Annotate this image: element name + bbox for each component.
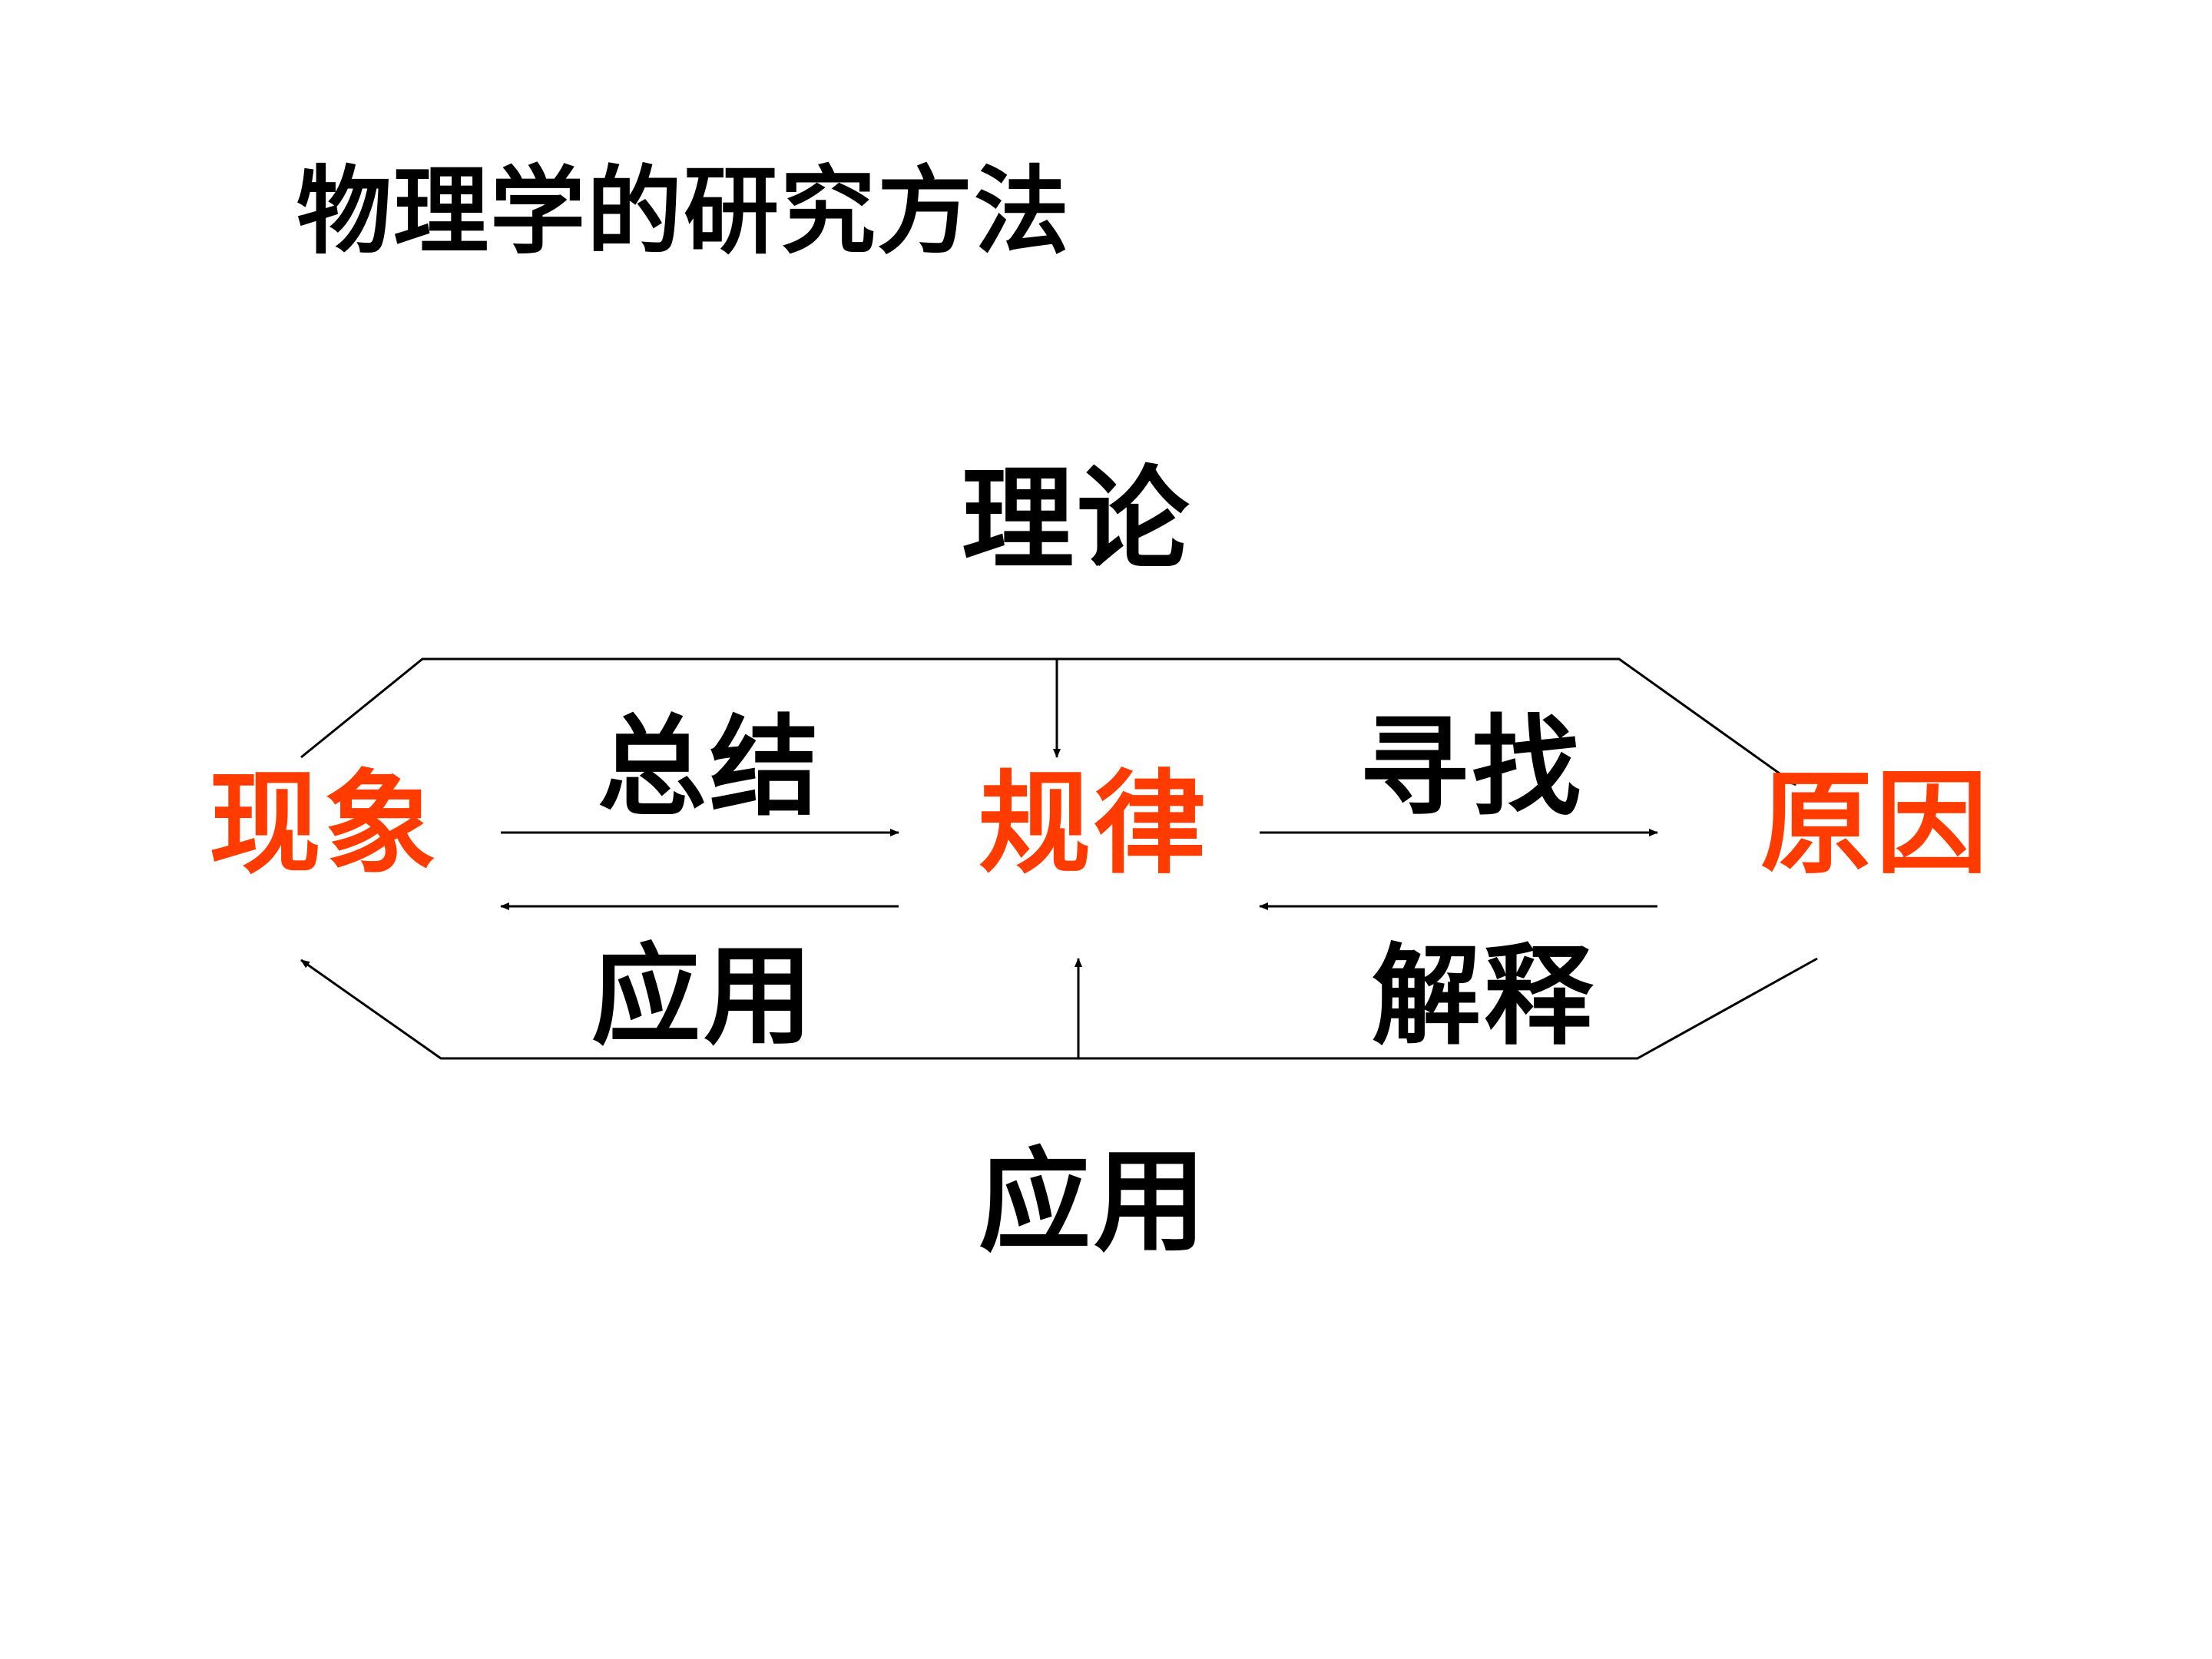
node-phenomenon: 现象: [209, 758, 439, 889]
slide-title: 物理学的研究方法: [296, 156, 1071, 267]
edge-label-explain: 解释: [1372, 932, 1596, 1060]
node-cause: 原因: [1760, 758, 1991, 889]
node-theory: 理论: [962, 454, 1192, 585]
node-application: 应用: [979, 1136, 1209, 1267]
top-loop-line: [300, 657, 1796, 786]
node-law: 规律: [979, 758, 1209, 889]
edge-label-apply: 应用: [591, 932, 816, 1060]
edge-label-summarize: 总结: [598, 704, 822, 831]
edge-label-find: 寻找: [1359, 704, 1584, 831]
bottom-loop-line: [300, 957, 1818, 1060]
